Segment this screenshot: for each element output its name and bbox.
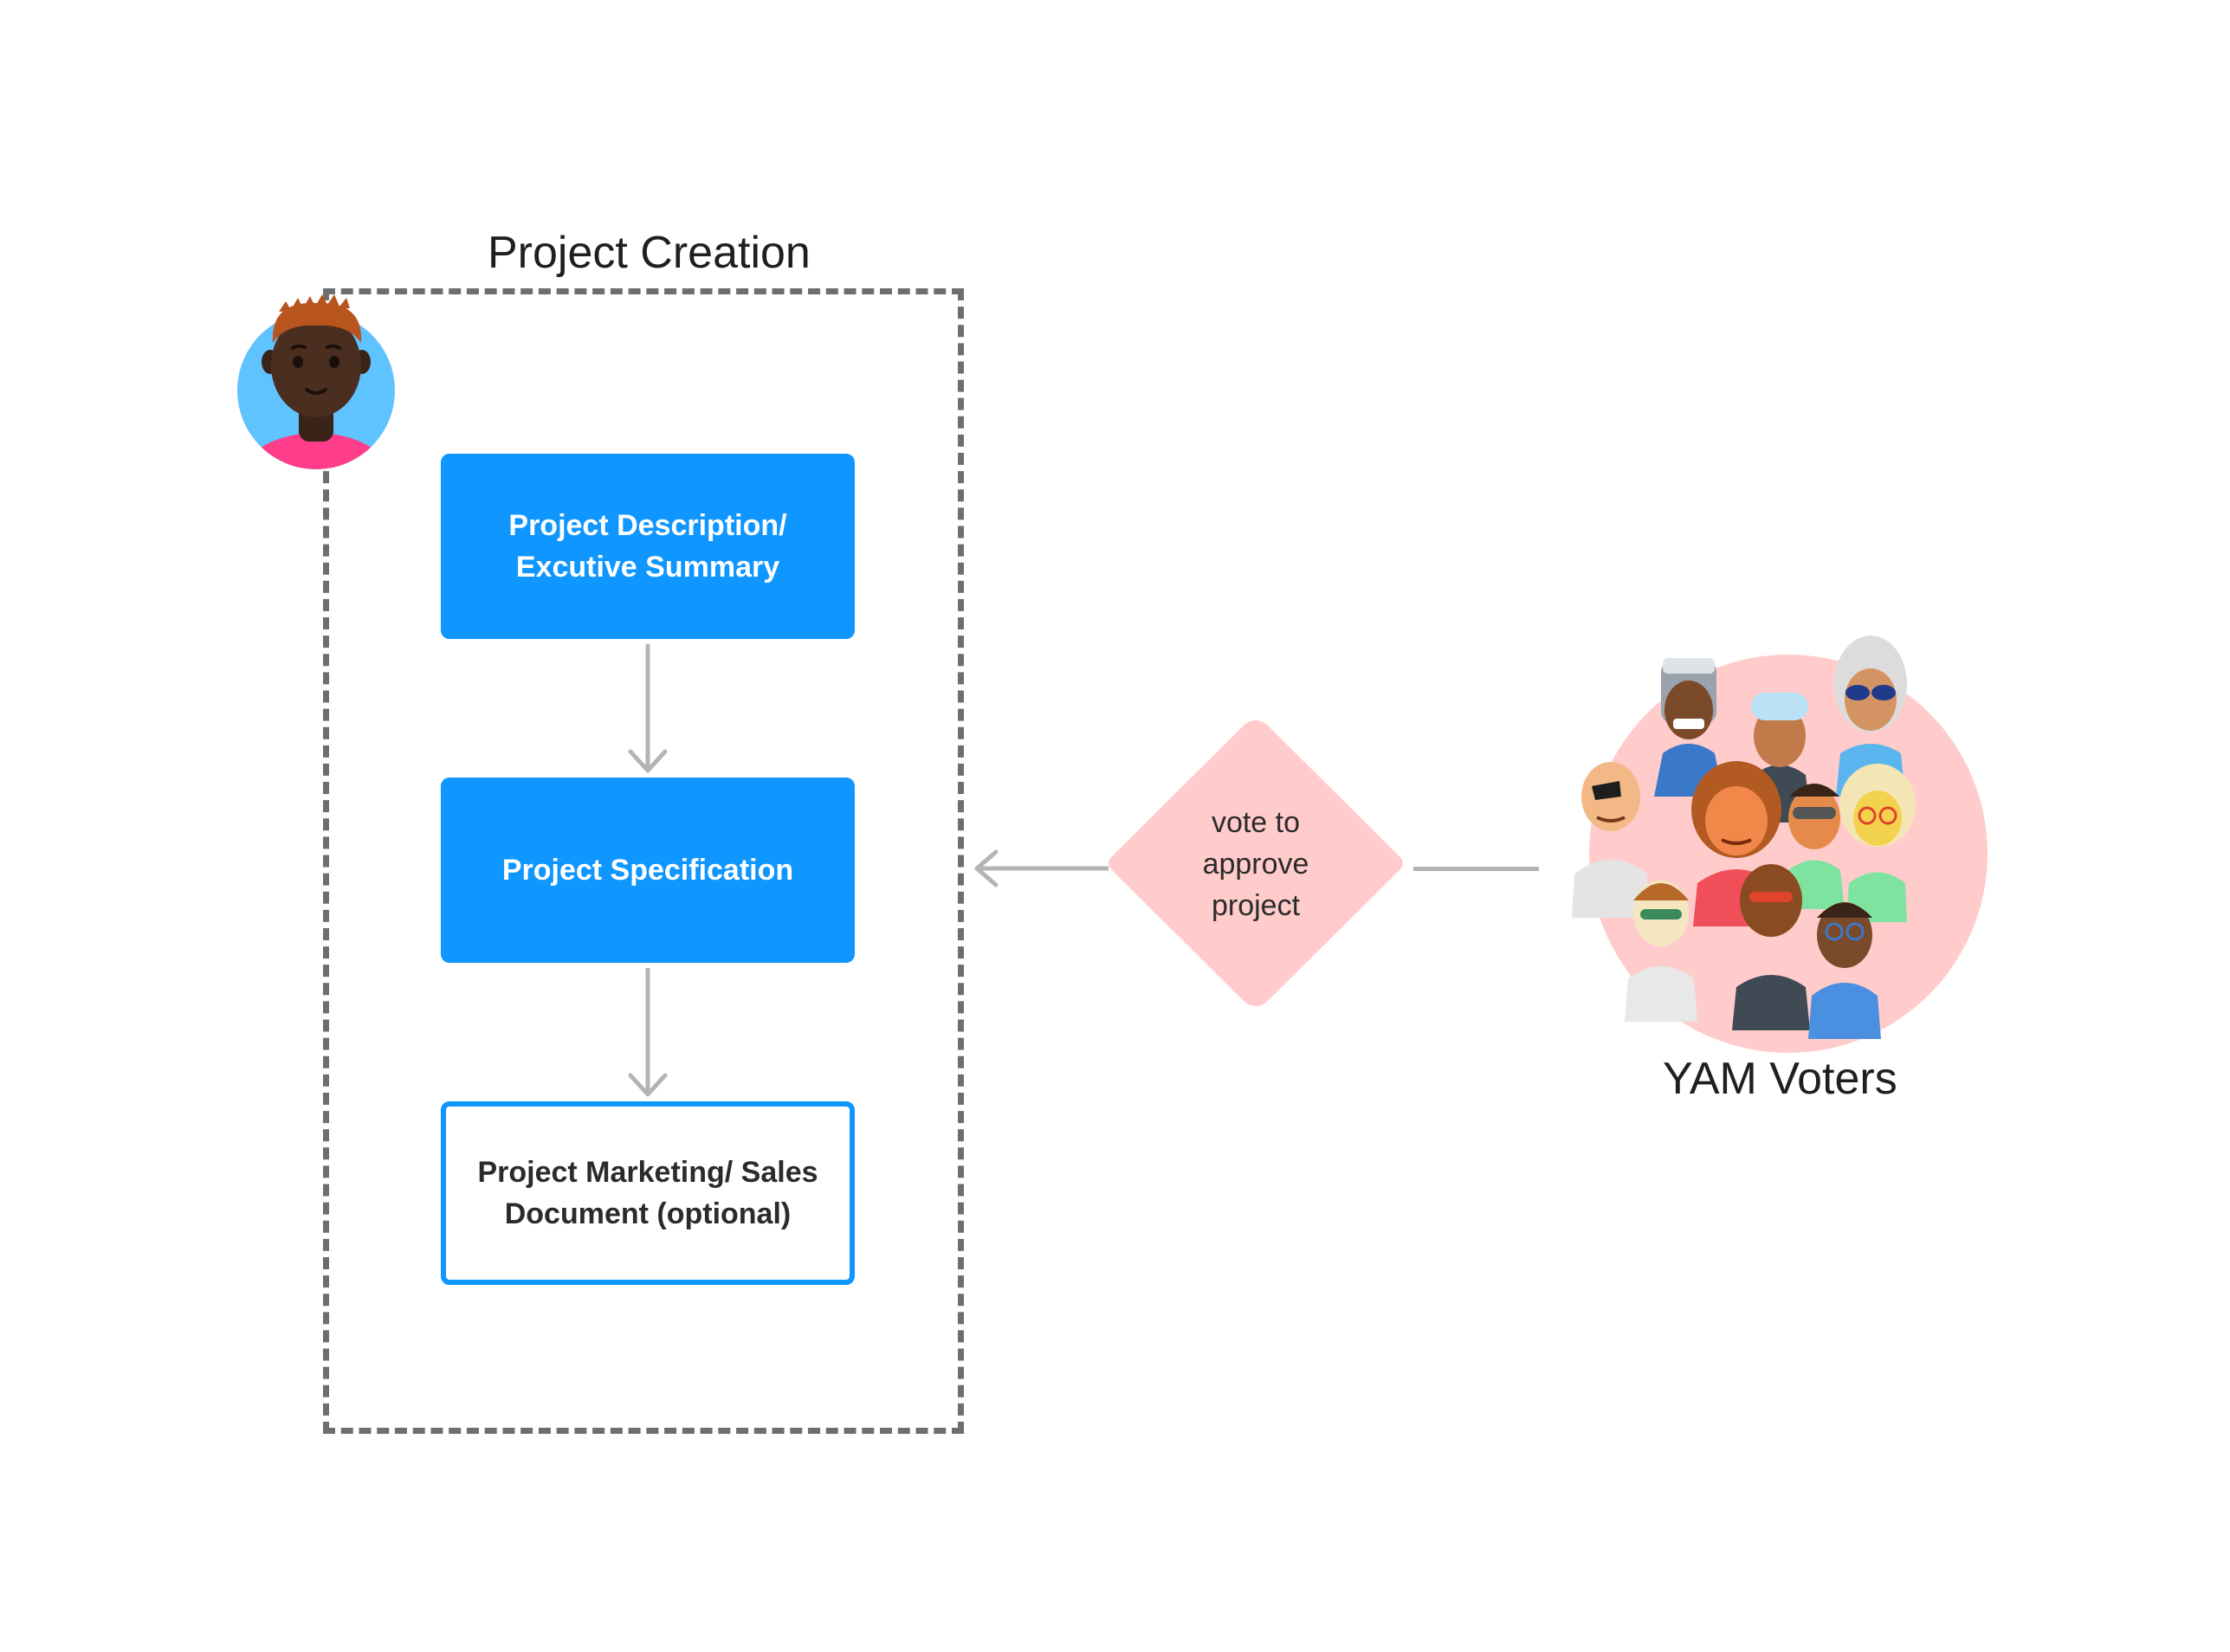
- creator-avatar-icon: [236, 293, 397, 469]
- step-box-project-marketing[interactable]: Project Marketing/ Sales Document (optio…: [441, 1101, 855, 1285]
- step-label: Project Marketing/ Sales Document (optio…: [477, 1156, 818, 1230]
- step-box-project-description[interactable]: Project Description/ Excutive Summary: [441, 454, 855, 639]
- voters-connector-line: [1413, 867, 1539, 871]
- voter-crowd-icon: [1559, 623, 2018, 1056]
- down-arrow-icon: [628, 644, 668, 773]
- step-label: Project Description/ Excutive Summary: [508, 509, 787, 584]
- step-label: Project Specification: [501, 854, 794, 887]
- step-box-project-specification[interactable]: Project Specification: [441, 778, 855, 963]
- project-creation-title: Project Creation: [488, 228, 811, 278]
- down-arrow-icon: [628, 968, 668, 1097]
- left-arrow-icon: [974, 849, 1109, 887]
- decision-diamond[interactable]: vote to approve project: [1102, 715, 1410, 1011]
- project-creation-container: [323, 288, 964, 1434]
- voters-label: YAM Voters: [1663, 1054, 1897, 1104]
- decision-label: vote to approve project: [1202, 806, 1309, 922]
